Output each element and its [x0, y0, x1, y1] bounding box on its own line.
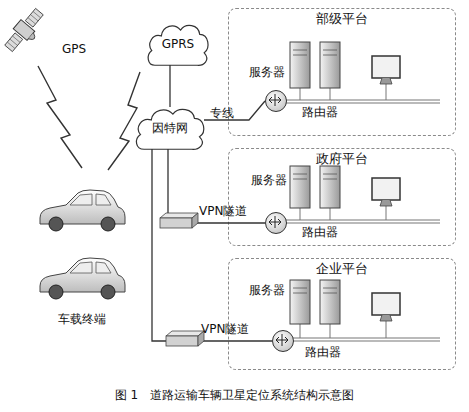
device-label: 服务器 — [249, 65, 285, 79]
wireless-signal — [38, 66, 82, 168]
car-wheel — [101, 285, 115, 299]
monitor-stand — [380, 315, 392, 321]
router-node: 路由器 — [272, 330, 294, 352]
router-arrows — [269, 216, 281, 228]
server-tower — [320, 42, 340, 88]
satellite-dish — [28, 33, 37, 42]
platform-box: 政府平台服务器路由器 — [228, 148, 456, 246]
lan-drop — [300, 317, 386, 338]
vpn-device — [160, 213, 198, 228]
lan-bus — [293, 338, 440, 341]
monitor-stand — [380, 200, 392, 206]
platform-title: 企业平台 — [229, 262, 455, 276]
device-label: 服务器 — [249, 283, 285, 297]
link-label: 专线 — [210, 106, 234, 120]
server-tower — [320, 280, 340, 324]
car-wheel — [101, 217, 115, 231]
panel-grid — [7, 11, 40, 48]
lan-bus — [286, 100, 440, 103]
lan-equipment — [286, 42, 440, 103]
vehicle — [40, 190, 125, 231]
network-link — [169, 65, 170, 107]
gprs-cloud: GPRS — [146, 22, 210, 66]
server-tower — [290, 42, 310, 88]
link-label: VPN隧道 — [199, 204, 247, 218]
gps-satellite — [2, 6, 50, 57]
router-arrows — [276, 334, 288, 346]
server-group: 服务器 — [245, 41, 415, 97]
platform-title: 部级平台 — [229, 12, 455, 26]
vpn-device — [166, 331, 204, 346]
server-slot — [293, 288, 337, 293]
lan-bus — [286, 220, 440, 223]
device-side — [192, 213, 198, 228]
device-label: 服务器 — [251, 173, 287, 187]
monitor — [372, 178, 400, 200]
device-front — [166, 336, 198, 346]
network-name: GPRS — [146, 37, 210, 51]
server-group: 服务器 — [245, 277, 415, 327]
monitor — [372, 293, 400, 315]
lan-drop — [300, 202, 386, 220]
monitor-stand — [380, 78, 392, 84]
car-wheel — [49, 217, 63, 231]
monitor — [372, 56, 400, 78]
lan-equipment — [290, 280, 440, 341]
car-wheel — [49, 285, 63, 299]
platform-title: 政府平台 — [229, 152, 455, 166]
network-name: 因特网 — [134, 121, 206, 135]
server-slot — [293, 174, 337, 179]
figure-caption: 图 1 道路运输车辆卫星定位系统结构示意图 — [0, 388, 469, 402]
platform-box: 企业平台服务器路由器 — [228, 258, 456, 370]
wireless-signal — [108, 72, 140, 170]
device-label: 路由器 — [305, 345, 341, 359]
network-link — [152, 149, 272, 341]
device-label: 路由器 — [302, 105, 338, 119]
server-tower — [290, 166, 310, 208]
server-group: 服务器 — [245, 167, 415, 211]
platform-box: 部级平台服务器路由器 — [228, 8, 456, 136]
router-node: 路由器 — [265, 90, 287, 112]
router-arrows — [269, 94, 281, 106]
network-link — [168, 149, 265, 223]
lan-equipment — [286, 166, 440, 223]
device-label: 路由器 — [302, 225, 338, 239]
lan-drop — [300, 80, 386, 100]
server-tower — [320, 166, 340, 208]
car-window — [70, 262, 111, 273]
server-tower — [290, 280, 310, 324]
internet-cloud: 因特网 — [134, 106, 206, 150]
vehicle — [40, 258, 125, 299]
network-link — [204, 101, 265, 120]
device-front — [160, 218, 192, 228]
part-label: 车载终端 — [58, 312, 106, 326]
server-slot — [293, 50, 337, 55]
router-node: 路由器 — [265, 212, 287, 234]
car-window — [70, 194, 111, 205]
part-label: GPS — [62, 42, 86, 56]
link-label: VPN隧道 — [201, 322, 249, 336]
